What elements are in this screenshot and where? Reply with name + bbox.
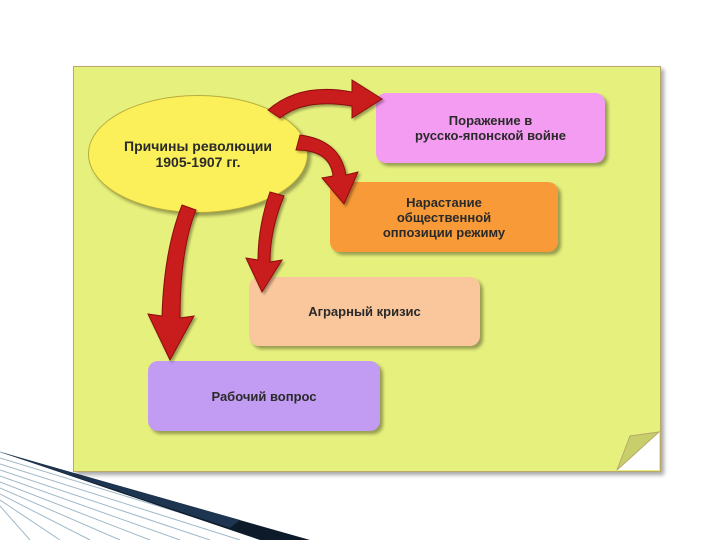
box-agrarian-crisis: Аграрный кризис <box>249 277 480 346</box>
center-label: Причины революции 1905-1907 гг. <box>124 138 272 170</box>
causes-center-ellipse: Причины революции 1905-1907 гг. <box>88 95 308 213</box>
box-defeat-label: Поражение в русско-японской войне <box>415 113 566 143</box>
box-agrarian-label: Аграрный кризис <box>308 304 421 319</box>
box-workers-label: Рабочий вопрос <box>211 388 317 404</box>
box-opposition-label: Нарастание общественной оппозиции режиму <box>382 194 506 240</box>
box-workers-question: Рабочий вопрос <box>148 361 380 431</box>
box-defeat-war: Поражение в русско-японской войне <box>376 93 605 163</box>
box-opposition: Нарастание общественной оппозиции режиму <box>330 182 558 252</box>
